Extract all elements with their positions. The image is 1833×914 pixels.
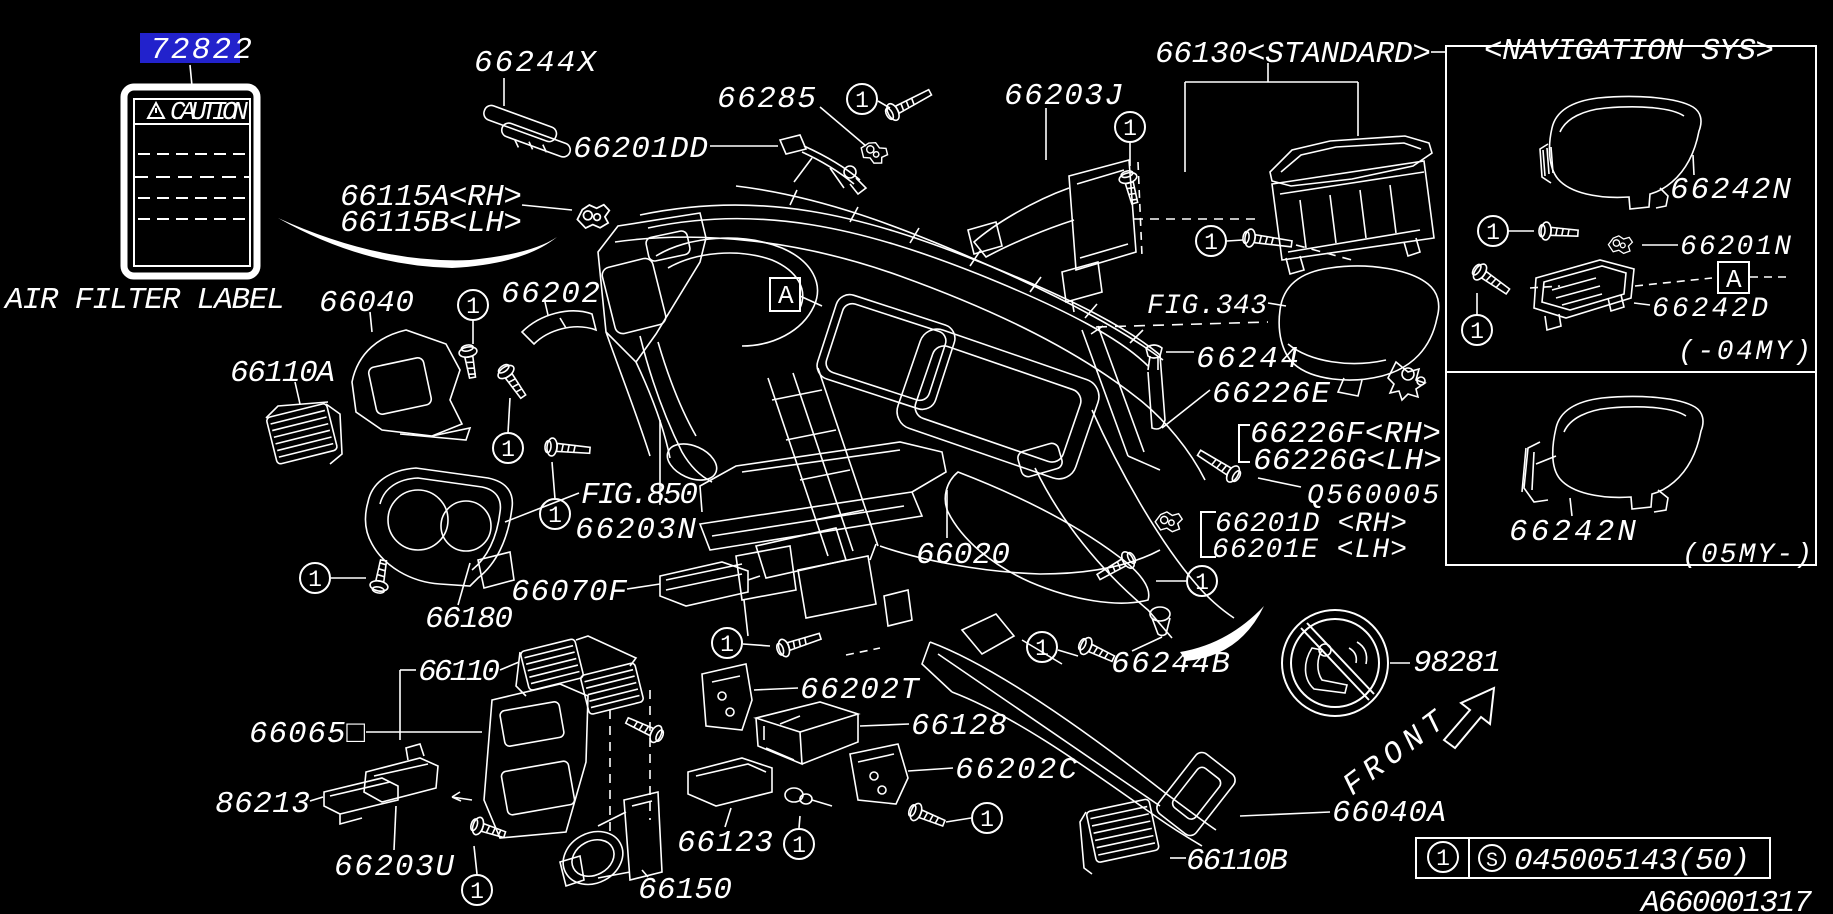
svg-text:66110: 66110 <box>418 655 500 690</box>
svg-text:66242N: 66242N <box>1670 173 1791 208</box>
svg-text:1: 1 <box>466 294 480 320</box>
svg-text:66115B<LH>: 66115B<LH> <box>340 206 522 241</box>
svg-text:A: A <box>1726 265 1742 295</box>
svg-text:(05MY-): (05MY-) <box>1682 540 1812 571</box>
svg-text:66201D <RH>: 66201D <RH> <box>1215 509 1407 540</box>
svg-text:66130<STANDARD>: 66130<STANDARD> <box>1155 37 1431 72</box>
svg-text:1: 1 <box>470 879 484 905</box>
svg-text:1: 1 <box>1123 116 1137 142</box>
svg-text:66123: 66123 <box>677 826 773 861</box>
svg-text:66128: 66128 <box>911 709 1007 744</box>
svg-text:66110B: 66110B <box>1186 844 1288 879</box>
svg-text:(-04MY): (-04MY) <box>1678 337 1811 368</box>
svg-text:1: 1 <box>308 567 322 593</box>
svg-text:66180: 66180 <box>425 602 513 637</box>
svg-text:66202: 66202 <box>501 277 600 312</box>
svg-text:<NAVIGATION SYS>: <NAVIGATION SYS> <box>1484 34 1774 69</box>
svg-text:1: 1 <box>1195 570 1209 596</box>
svg-text:1: 1 <box>548 503 562 529</box>
svg-text:1: 1 <box>1035 636 1049 662</box>
svg-text:66115A<RH>: 66115A<RH> <box>340 180 522 215</box>
svg-text:72822: 72822 <box>150 33 252 68</box>
svg-text:66070F: 66070F <box>511 575 627 610</box>
svg-text:66285: 66285 <box>717 82 816 117</box>
svg-text:66201DD: 66201DD <box>573 132 708 167</box>
svg-text:66150: 66150 <box>638 873 732 908</box>
svg-text:66203J: 66203J <box>1004 79 1123 114</box>
svg-text:1: 1 <box>1436 846 1450 872</box>
svg-text:66244: 66244 <box>1196 342 1299 377</box>
svg-text:66110A: 66110A <box>230 356 335 391</box>
svg-text:66020: 66020 <box>916 538 1010 573</box>
svg-text:1: 1 <box>720 632 734 658</box>
svg-text:66203U: 66203U <box>334 850 454 885</box>
svg-text:045005143(50): 045005143(50) <box>1514 844 1750 879</box>
svg-text:A660001317: A660001317 <box>1639 886 1812 914</box>
svg-text:66203N: 66203N <box>575 513 696 548</box>
svg-text:1: 1 <box>501 437 515 463</box>
svg-text:98281: 98281 <box>1413 646 1501 681</box>
svg-text:66065□: 66065□ <box>249 717 365 752</box>
svg-text:1: 1 <box>855 88 869 114</box>
svg-text:66040A: 66040A <box>1332 796 1446 831</box>
svg-text:FIG.343: FIG.343 <box>1147 291 1267 322</box>
svg-text:AIR FILTER LABEL: AIR FILTER LABEL <box>3 283 285 318</box>
svg-text:66226G<LH>: 66226G<LH> <box>1253 444 1442 479</box>
svg-text:66202C: 66202C <box>955 753 1077 788</box>
svg-text:A: A <box>778 281 794 311</box>
svg-text:66201N: 66201N <box>1680 232 1791 263</box>
svg-text:Q560005: Q560005 <box>1307 481 1439 512</box>
svg-text:CAUTION: CAUTION <box>170 97 248 127</box>
svg-text:1: 1 <box>1470 319 1484 345</box>
svg-text:1: 1 <box>980 807 994 833</box>
svg-text:1: 1 <box>792 833 806 859</box>
svg-text:FIG.850: FIG.850 <box>581 478 698 513</box>
svg-text:S: S <box>1486 850 1498 873</box>
svg-text:66226F<RH>: 66226F<RH> <box>1250 417 1441 452</box>
svg-text:66226E: 66226E <box>1212 377 1330 412</box>
svg-text:66040: 66040 <box>319 286 414 321</box>
svg-text:66244X: 66244X <box>474 46 597 81</box>
svg-text:1: 1 <box>1204 230 1218 256</box>
svg-text:86213: 86213 <box>215 787 310 822</box>
svg-text:66201E <LH>: 66201E <LH> <box>1212 535 1407 566</box>
svg-text:1: 1 <box>1486 220 1500 246</box>
